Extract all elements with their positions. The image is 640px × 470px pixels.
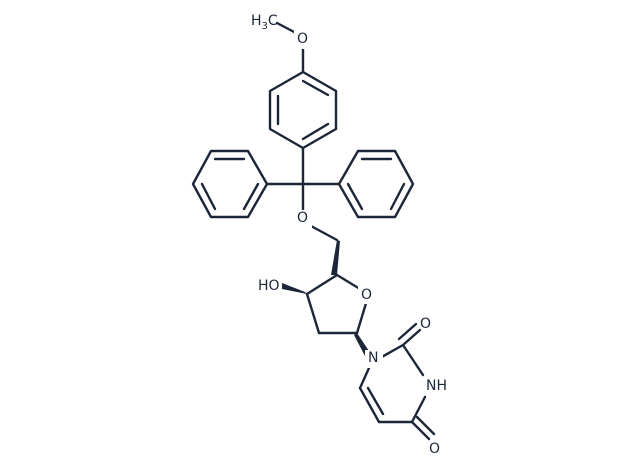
bond-methyl-oxygen	[275, 21, 298, 35]
double-bond-c5-c6-inner	[366, 386, 385, 416]
bond-c2-to-n3	[401, 343, 425, 377]
atom-labels: H3C O O HO O O N NH O	[251, 13, 447, 457]
n3h-label: NH	[426, 378, 447, 394]
bond-n3-to-c4	[410, 395, 427, 424]
trityl-center-bonds	[265, 146, 341, 212]
left-phenyl-double-bond-2	[200, 182, 217, 211]
hydroxyl-label: HO	[258, 278, 280, 294]
methoxyphenyl-ring-outline	[268, 70, 338, 150]
carbonyl-oxygen-top-label: O	[420, 316, 431, 332]
left-phenyl-double-bond-3	[242, 182, 260, 211]
right-phenyl-double-bond-3	[346, 182, 364, 211]
n1-label: N	[368, 350, 378, 366]
right-phenyl-ring-outline	[337, 149, 415, 219]
bond-ether-oxygen-to-ch2	[309, 224, 339, 242]
right-phenyl-double-bond-2	[389, 182, 406, 211]
n1-label-bg	[365, 350, 383, 368]
left-phenyl-ring-outline	[191, 149, 269, 219]
double-bond-c2-o	[401, 328, 422, 347]
uracil-ring	[358, 322, 436, 441]
methoxy-oxygen-bg	[294, 31, 312, 49]
double-bond-c2-o-inner	[397, 322, 418, 341]
ring-oxygen-bg	[358, 286, 376, 304]
methoxy-group	[275, 21, 305, 74]
right-phenyl-ring	[337, 149, 415, 219]
ring-oxygen-label: O	[361, 287, 372, 303]
wedge-c4-to-ch2	[331, 240, 340, 275]
bond-c4-to-ring-oxygen	[335, 273, 362, 291]
double-bond-c4-o-inner	[415, 415, 436, 436]
methyl-subscript: 3	[262, 21, 268, 32]
methoxyphenyl-ring	[268, 70, 338, 150]
left-phenyl-ring	[191, 149, 269, 219]
sugar-ring	[282, 273, 371, 358]
bond-n1-to-c2	[378, 343, 405, 360]
methyl-label: H3C	[251, 13, 278, 32]
ether-oxygen-bg	[294, 210, 312, 228]
ether-linker	[309, 224, 340, 275]
methyl-c: C	[268, 13, 278, 29]
ether-oxygen-label: O	[297, 210, 308, 226]
bond-c6-to-n1	[358, 366, 371, 390]
bond-c3-to-c4	[305, 273, 339, 296]
methyl-h: H	[251, 13, 262, 29]
methoxyphenyl-double-bond-2	[301, 122, 330, 141]
double-bond-c4-o	[410, 420, 431, 441]
methoxyphenyl-double-bond-1	[301, 79, 330, 97]
wedge-c3-to-hydroxyl	[282, 283, 307, 294]
bond-c2-to-c3	[305, 292, 321, 335]
carbonyl-oxygen-bottom-label: O	[429, 441, 440, 457]
bond-c5-to-c6	[358, 386, 381, 424]
bond-ring-oxygen-to-c1	[355, 298, 369, 335]
methoxy-oxygen-label: O	[297, 31, 308, 47]
